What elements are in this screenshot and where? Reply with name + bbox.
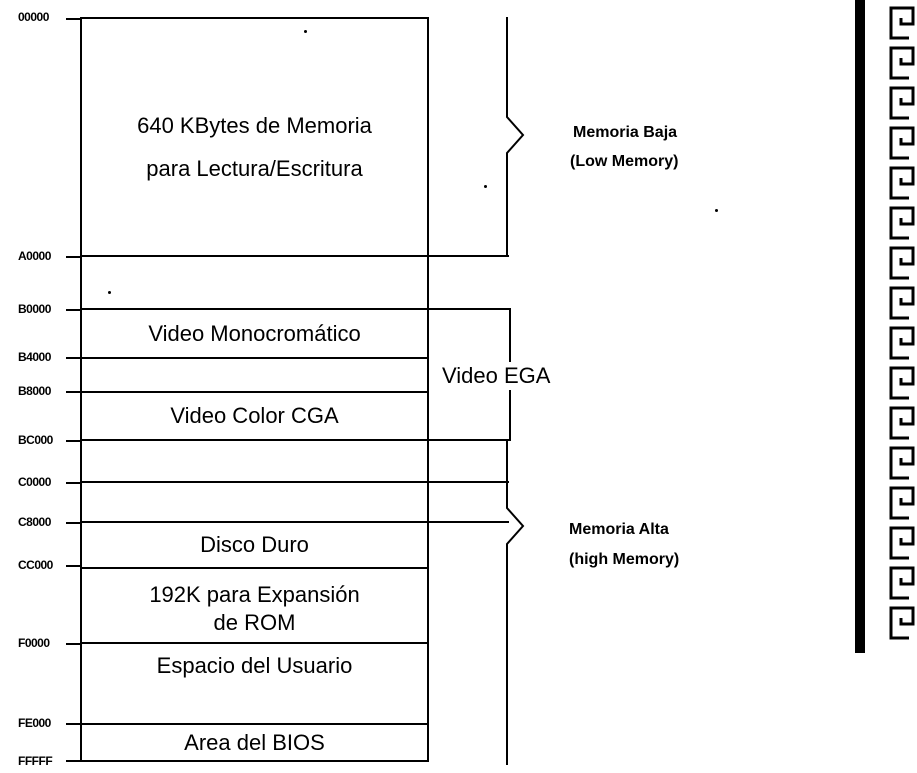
high-memory-brace (506, 440, 525, 765)
row-separator (80, 439, 509, 441)
greek-key-glyph (889, 366, 915, 400)
region-rw-line2: para Lectura/Escritura (146, 156, 363, 181)
scan-speck (484, 185, 487, 188)
region-rw-line1: 640 KBytes de Memoria (137, 113, 372, 138)
region-video-cga: Video Color CGA (170, 403, 339, 428)
address-cc000: CC000 (18, 558, 53, 572)
low-memory-brace (506, 17, 525, 257)
row-separator (80, 481, 509, 483)
region-area-bios: Area del BIOS (184, 730, 325, 755)
address-fe000: FE000 (18, 716, 51, 730)
inner-column-line (427, 17, 429, 762)
row-separator (80, 723, 429, 725)
address-b4000: B4000 (18, 350, 51, 364)
address-tick (66, 723, 80, 725)
address-bc000: BC000 (18, 433, 53, 447)
greek-key-glyph (889, 126, 915, 160)
row-separator (80, 255, 509, 257)
memoria-baja-line1: Memoria Baja (573, 124, 678, 141)
address-f0000: F0000 (18, 636, 50, 650)
address-tick (66, 391, 80, 393)
greek-key-glyph (889, 606, 915, 640)
address-tick (66, 256, 80, 258)
address-c0000: C0000 (18, 475, 51, 489)
address-tick (66, 522, 80, 524)
address-tick (66, 357, 80, 359)
address-tick (66, 440, 80, 442)
memoria-alta-line1: Memoria Alta (569, 521, 669, 538)
scan-speck (108, 291, 111, 294)
region-disco-duro: Disco Duro (200, 532, 309, 557)
address-00000: 00000 (18, 10, 49, 24)
row-separator (80, 308, 509, 310)
memoria-baja-line2: (Low Memory) (570, 153, 679, 170)
address-tick (66, 760, 80, 762)
address-tick (66, 643, 80, 645)
row-separator (80, 567, 429, 569)
address-tick (66, 309, 80, 311)
region-rom-line1: 192K para Expansión (149, 582, 360, 607)
greek-key-glyph (889, 326, 915, 360)
address-fffff: FFFFF (18, 754, 53, 768)
address-a0000: A0000 (18, 249, 51, 263)
address-tick (66, 482, 80, 484)
row-separator (80, 521, 509, 523)
greek-key-glyph (889, 286, 915, 320)
greek-key-glyph (889, 6, 915, 40)
region-video-mono: Video Monocromático (148, 321, 361, 346)
address-b8000: B8000 (18, 384, 51, 398)
greek-key-glyph (889, 46, 915, 80)
greek-key-glyph (889, 486, 915, 520)
address-b0000: B0000 (18, 302, 51, 316)
row-separator (80, 642, 429, 644)
greek-key-border-decoration (855, 0, 915, 653)
address-tick (66, 565, 80, 567)
greek-key-glyph (889, 246, 915, 280)
scan-speck (715, 209, 718, 212)
greek-key-glyph (889, 86, 915, 120)
greek-key-glyph (889, 446, 915, 480)
region-rom-line2: de ROM (213, 610, 296, 635)
address-c8000: C8000 (18, 515, 51, 529)
greek-key-glyph (889, 406, 915, 440)
greek-key-glyph (889, 166, 915, 200)
address-tick (66, 18, 80, 20)
row-separator (80, 391, 429, 393)
memoria-alta-line2: (high Memory) (569, 551, 680, 568)
row-separator (80, 357, 429, 359)
greek-key-glyph (889, 206, 915, 240)
greek-key-glyph (889, 526, 915, 560)
video-ega-label: Video EGA (440, 362, 553, 390)
scan-speck (304, 30, 307, 33)
greek-key-glyph (889, 566, 915, 600)
region-espacio-usuario: Espacio del Usuario (156, 653, 353, 678)
